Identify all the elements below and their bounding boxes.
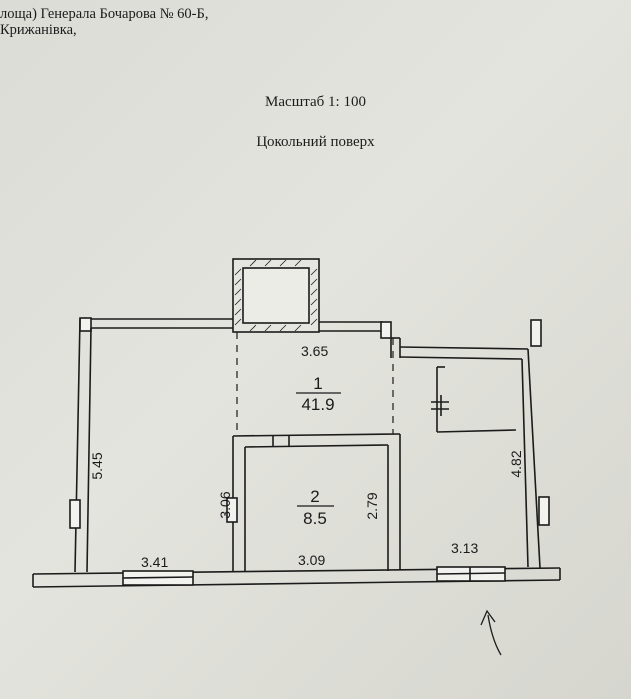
dim-bottom-right: 3.13 (451, 540, 478, 556)
room2-number: 2 (310, 487, 319, 506)
entrance-arrow (480, 609, 502, 656)
shaft-hatching (234, 259, 318, 332)
right-wall-outer (527, 348, 541, 569)
address-line-2: Крижанівка, (0, 22, 77, 38)
room2-area: 8.5 (303, 509, 327, 528)
dim-right-height: 4.82 (508, 450, 524, 477)
right-vent (530, 319, 542, 347)
dim-room2-bottom: 3.09 (298, 552, 325, 568)
shaft-opening (242, 267, 310, 324)
floor-label: Цокольний поверх (256, 134, 375, 150)
room2-left-window (226, 497, 238, 523)
dim-room2-left: 3.06 (217, 491, 233, 518)
right-wall-inner (521, 358, 529, 568)
scale-label: Масштаб 1: 100 (265, 94, 366, 110)
dim-room2-right: 2.79 (364, 492, 380, 519)
room2-top-wall (232, 433, 401, 437)
dim-bottom-left: 3.41 (141, 554, 168, 570)
left-window (69, 499, 81, 529)
dim-left-height: 5.45 (89, 452, 105, 479)
right-wing-top-outer (399, 346, 529, 350)
room1-area: 41.9 (301, 395, 334, 414)
top-right-pillar (380, 321, 392, 339)
room1-number: 1 (313, 374, 322, 393)
left-wall-outer (74, 318, 81, 573)
top-left-pillar (79, 317, 92, 332)
dashed-boundaries (236, 332, 394, 434)
address-line-1: лоща) Генерала Бочарова № 60-Б, (0, 6, 209, 22)
right-window (538, 496, 550, 526)
left-wall-inner (86, 327, 92, 573)
right-wing-top-inner (399, 356, 523, 360)
dim-top-inner: 3.65 (301, 343, 328, 359)
